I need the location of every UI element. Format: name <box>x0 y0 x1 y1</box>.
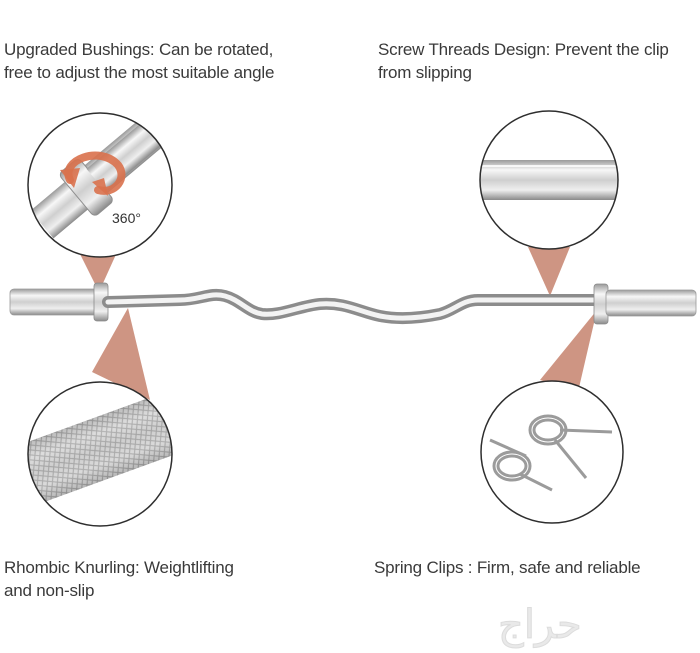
caption-screw-threads: Screw Threads Design: Prevent the clip f… <box>378 40 669 82</box>
curl-bar <box>9 282 697 325</box>
caption-knurling: Rhombic Knurling: Weightlifting and non-… <box>4 558 234 600</box>
detail-bushing: 360° <box>27 112 173 258</box>
callout-cone-top-left <box>78 250 118 292</box>
callout-cone-bottom-right <box>540 310 597 392</box>
spring-clip-icon <box>489 438 553 492</box>
watermark-logo: حراج <box>498 602 582 649</box>
callout-cone-bottom-left <box>92 308 150 400</box>
left-sleeve <box>9 288 99 316</box>
spring-clip-icon <box>528 414 613 479</box>
detail-spring-clips <box>480 380 624 524</box>
caption-bushings: Upgraded Bushings: Can be rotated, free … <box>4 40 275 82</box>
caption-spring-clips: Spring Clips : Firm, safe and reliable <box>374 558 641 577</box>
rotation-arrow-icon <box>64 151 126 195</box>
detail-knurling <box>27 381 173 527</box>
detail-screw-threads <box>479 110 619 250</box>
rotation-label: 360° <box>112 210 141 226</box>
right-sleeve <box>605 289 697 317</box>
callout-cones <box>78 247 597 400</box>
callout-cone-top-right <box>528 247 570 296</box>
